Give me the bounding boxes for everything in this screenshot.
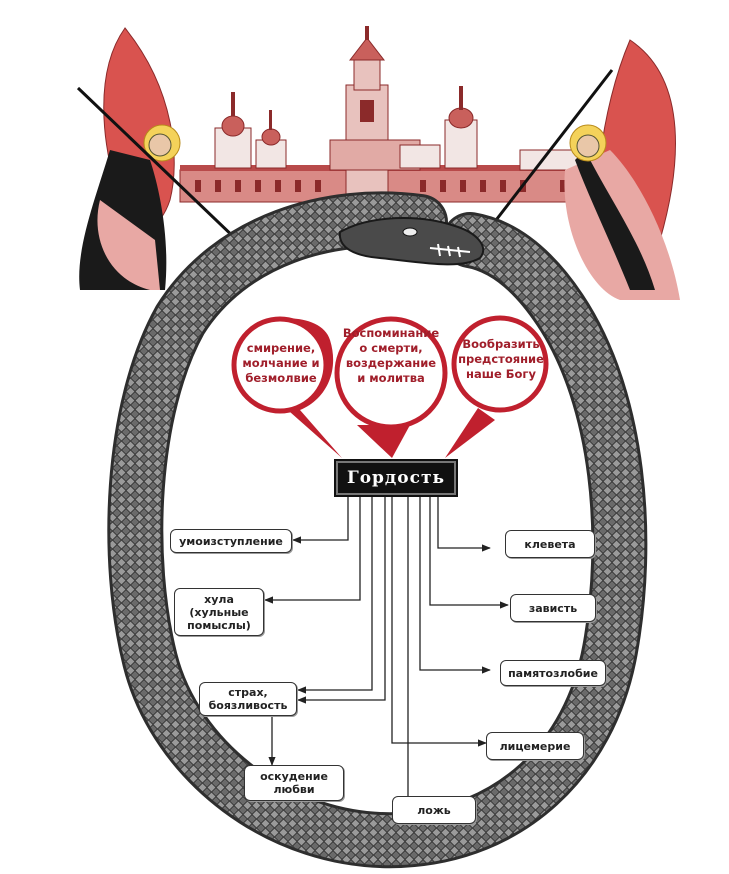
virtue-1-text: смирение, молчание и безмолвие — [242, 341, 320, 385]
vice-umoizstuplenie: умоизступление — [170, 529, 292, 553]
vice-oskudenie-lyubvi: оскудение любви — [244, 765, 344, 801]
right-angel — [474, 39, 680, 300]
vice-kleveta: клевета — [505, 530, 595, 558]
pride-node: Гордость — [334, 459, 458, 497]
vice-lozh: ложь — [392, 796, 476, 824]
virtue-bubbles — [231, 315, 549, 458]
serpent — [107, 191, 648, 869]
connector-lines — [264, 497, 509, 814]
vice-pamyatozlobie: памятозлобие — [500, 660, 606, 686]
vice-licemerie: лицемерие — [486, 732, 584, 760]
vice-strah: страх, боязливость — [199, 682, 297, 716]
vice-hula: хула (хульные помыслы) — [174, 588, 264, 636]
virtue-2-text: Воспоминание о смерти, воздержание и мол… — [342, 326, 440, 385]
vice-zavist: зависть — [510, 594, 596, 622]
left-angel — [76, 27, 264, 290]
monastery — [179, 26, 591, 204]
virtue-3-text: Вообразить предстояние наше Богу — [458, 337, 544, 381]
